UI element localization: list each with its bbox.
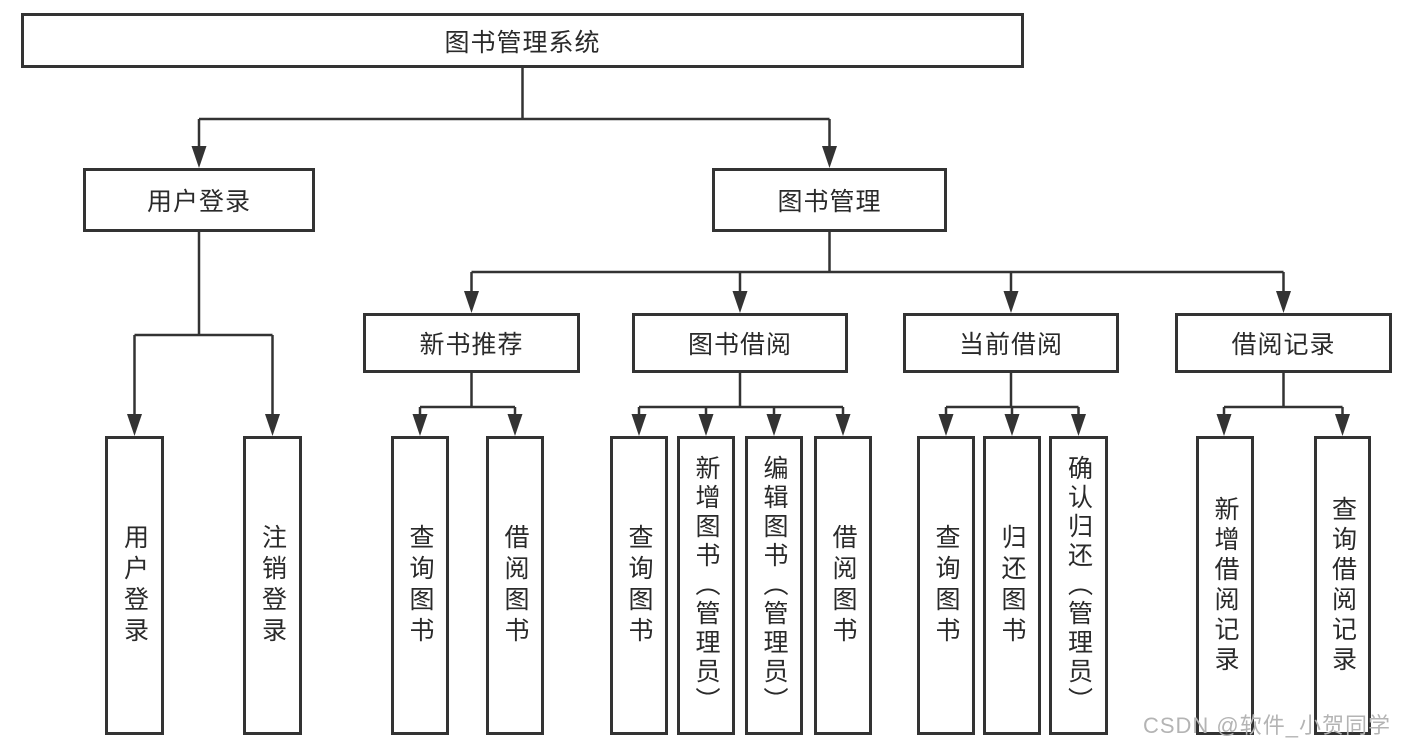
arrowhead-icon: [698, 414, 714, 436]
node-label: 查询图书: [932, 523, 960, 648]
arrowhead-icon: [1276, 291, 1291, 313]
csdn-watermark: CSDN @软件_小贺同学: [1142, 713, 1391, 738]
node-label: 注销登录: [258, 523, 287, 648]
node-label: 借阅图书: [501, 523, 529, 648]
arrowhead-icon: [822, 146, 837, 168]
node-leaf-edit-books-admin: 编辑图书（管理员）: [745, 436, 803, 735]
node-leaf-add-books-admin: 新增图书（管理员）: [677, 436, 735, 735]
arrowhead-icon: [1071, 414, 1086, 436]
arrowhead-icon: [464, 291, 479, 313]
node-label: 图书借阅: [687, 331, 792, 359]
node-leaf-add-borrow-record: 新增借阅记录: [1196, 436, 1254, 735]
node-leaf-query-books-borrow: 查询图书: [610, 436, 668, 735]
node-label: 新增图书（管理员）: [692, 455, 720, 716]
node-leaf-borrow-books-rec: 借阅图书: [486, 436, 544, 735]
node-label: 当前借阅: [958, 331, 1063, 359]
arrowhead-icon: [127, 414, 142, 436]
arrowhead-icon: [732, 291, 748, 313]
node-book-management: 图书管理: [712, 168, 947, 232]
node-label: 新书推荐: [419, 331, 524, 359]
node-label: 查询图书: [406, 523, 434, 648]
arrowhead-icon: [507, 414, 523, 436]
node-label: 编辑图书（管理员）: [760, 455, 788, 716]
node-leaf-borrow-books: 借阅图书: [814, 436, 872, 735]
node-label: 新增借阅记录: [1211, 495, 1239, 676]
node-label: 图书管理系统: [444, 28, 601, 57]
node-leaf-query-books-rec: 查询图书: [391, 436, 449, 735]
node-label: 借阅记录: [1231, 331, 1336, 359]
node-label: 借阅图书: [829, 523, 857, 648]
node-label: 归还图书: [998, 523, 1026, 648]
node-label: 用户登录: [120, 523, 149, 648]
arrowhead-icon: [766, 414, 782, 436]
node-leaf-logout: 注销登录: [243, 436, 302, 735]
arrowhead-icon: [265, 414, 280, 436]
node-leaf-query-borrow-record: 查询借阅记录: [1314, 436, 1371, 735]
arrowhead-icon: [1216, 414, 1232, 436]
node-root-system: 图书管理系统: [21, 13, 1024, 68]
node-leaf-query-books-current: 查询图书: [917, 436, 975, 735]
node-leaf-confirm-return-admin: 确认归还（管理员）: [1049, 436, 1108, 735]
node-label: 图书管理: [777, 188, 882, 216]
arrowhead-icon: [412, 414, 428, 436]
arrowhead-icon: [631, 414, 647, 436]
connector-path: [133, 68, 1344, 420]
node-label: 查询借阅记录: [1328, 495, 1357, 676]
arrowhead-icon: [1004, 414, 1020, 436]
node-borrowing-records: 借阅记录: [1175, 313, 1392, 373]
node-label: 确认归还（管理员）: [1064, 455, 1093, 716]
node-label: 用户登录: [146, 188, 251, 216]
node-leaf-user-login: 用户登录: [105, 436, 164, 735]
arrowhead-icon: [1335, 414, 1350, 436]
arrowhead-icon: [191, 146, 207, 168]
node-user-login: 用户登录: [83, 168, 315, 232]
node-current-borrowing: 当前借阅: [903, 313, 1119, 373]
node-leaf-return-books: 归还图书: [983, 436, 1041, 735]
arrowhead-icon: [1003, 291, 1019, 313]
node-book-borrowing: 图书借阅: [632, 313, 848, 373]
arrowhead-icon: [835, 414, 851, 436]
node-new-book-recommendation: 新书推荐: [363, 313, 580, 373]
arrowhead-icon: [938, 414, 954, 436]
node-label: 查询图书: [625, 523, 653, 648]
